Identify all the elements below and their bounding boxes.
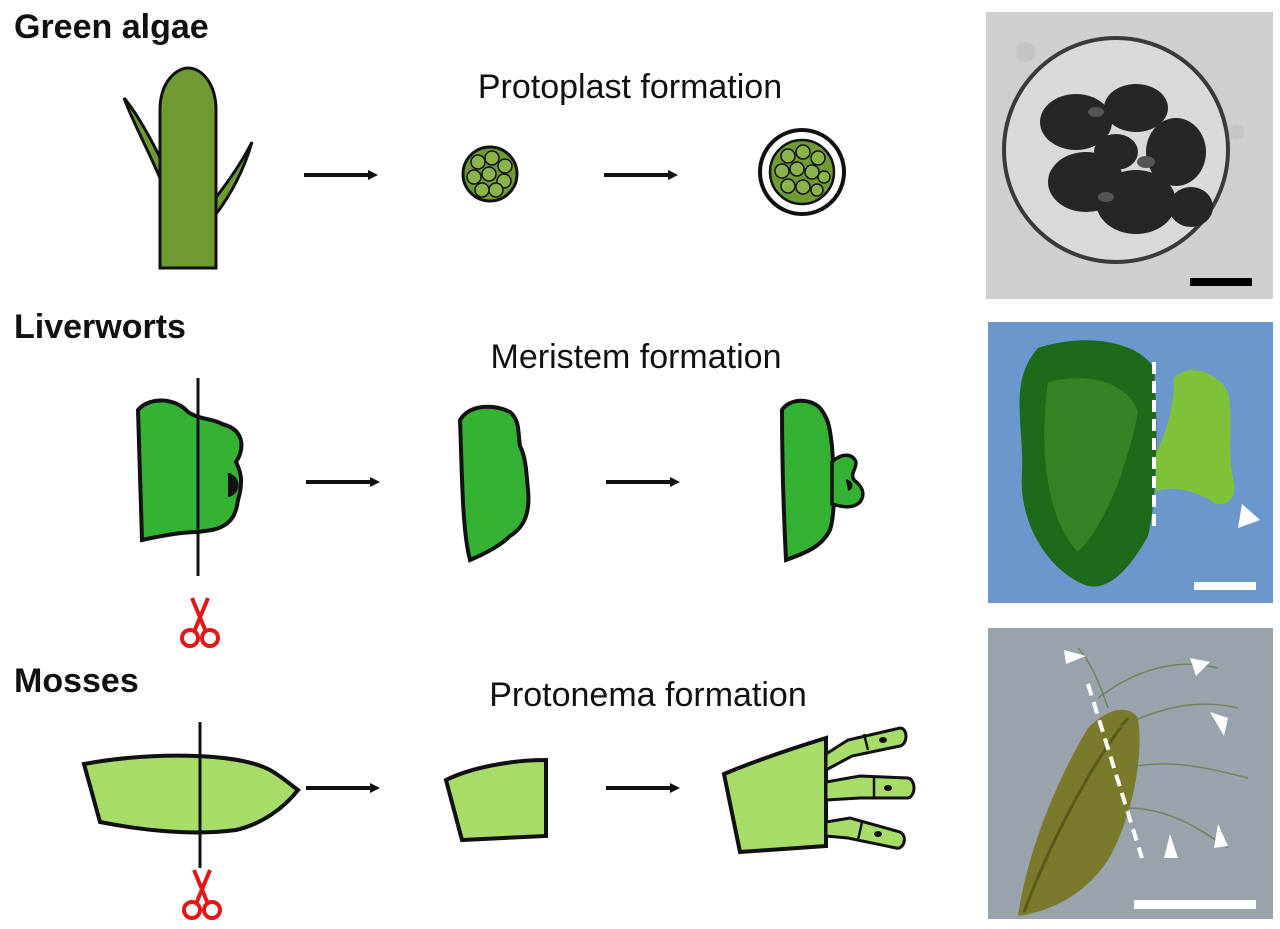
- white-arrowhead-icon: [1210, 712, 1228, 736]
- liverwort-regenerating-piece: [779, 398, 865, 563]
- scissors-icon: [180, 597, 220, 648]
- process-label-meristem: Meristem formation: [490, 338, 782, 376]
- protoplast-cell: [758, 128, 846, 216]
- scale-bar: [1190, 278, 1252, 286]
- photo-protoplast-micrograph: [986, 12, 1273, 299]
- moss-leaf-piece: [443, 757, 548, 843]
- cut-line: [1086, 683, 1144, 859]
- schematic-drawings: [81, 66, 916, 920]
- scissors-icon: [182, 869, 222, 920]
- photo-liverwort-regeneration: [988, 322, 1273, 603]
- algae-thallus: [122, 66, 254, 270]
- moss-leaf: [81, 753, 301, 835]
- row-title-liverworts: Liverworts: [14, 308, 186, 346]
- row-title-mosses: Mosses: [14, 662, 139, 700]
- liverwort-thallus: [135, 398, 244, 543]
- white-arrowhead-icon: [1214, 824, 1228, 848]
- scale-bar: [1134, 900, 1256, 909]
- white-arrowhead-icon: [1190, 658, 1210, 676]
- photo-moss-protonema: [988, 628, 1273, 919]
- liverwort-cut-piece: [457, 404, 531, 563]
- process-label-protonema: Protonema formation: [489, 676, 807, 714]
- white-arrowhead-icon: [1238, 504, 1260, 528]
- row-title-green-algae: Green algae: [14, 8, 209, 46]
- process-label-protoplast: Protoplast formation: [477, 68, 783, 106]
- white-arrowhead-icon: [1164, 834, 1178, 858]
- algae-cell-cluster: [461, 145, 519, 203]
- scale-bar: [1194, 582, 1256, 590]
- white-arrowhead-icon: [1064, 650, 1086, 664]
- protonema-filament: [824, 816, 906, 850]
- protonema-filament: [824, 774, 916, 802]
- moss-protonema-piece: [721, 726, 916, 855]
- protonema-filament: [824, 726, 908, 773]
